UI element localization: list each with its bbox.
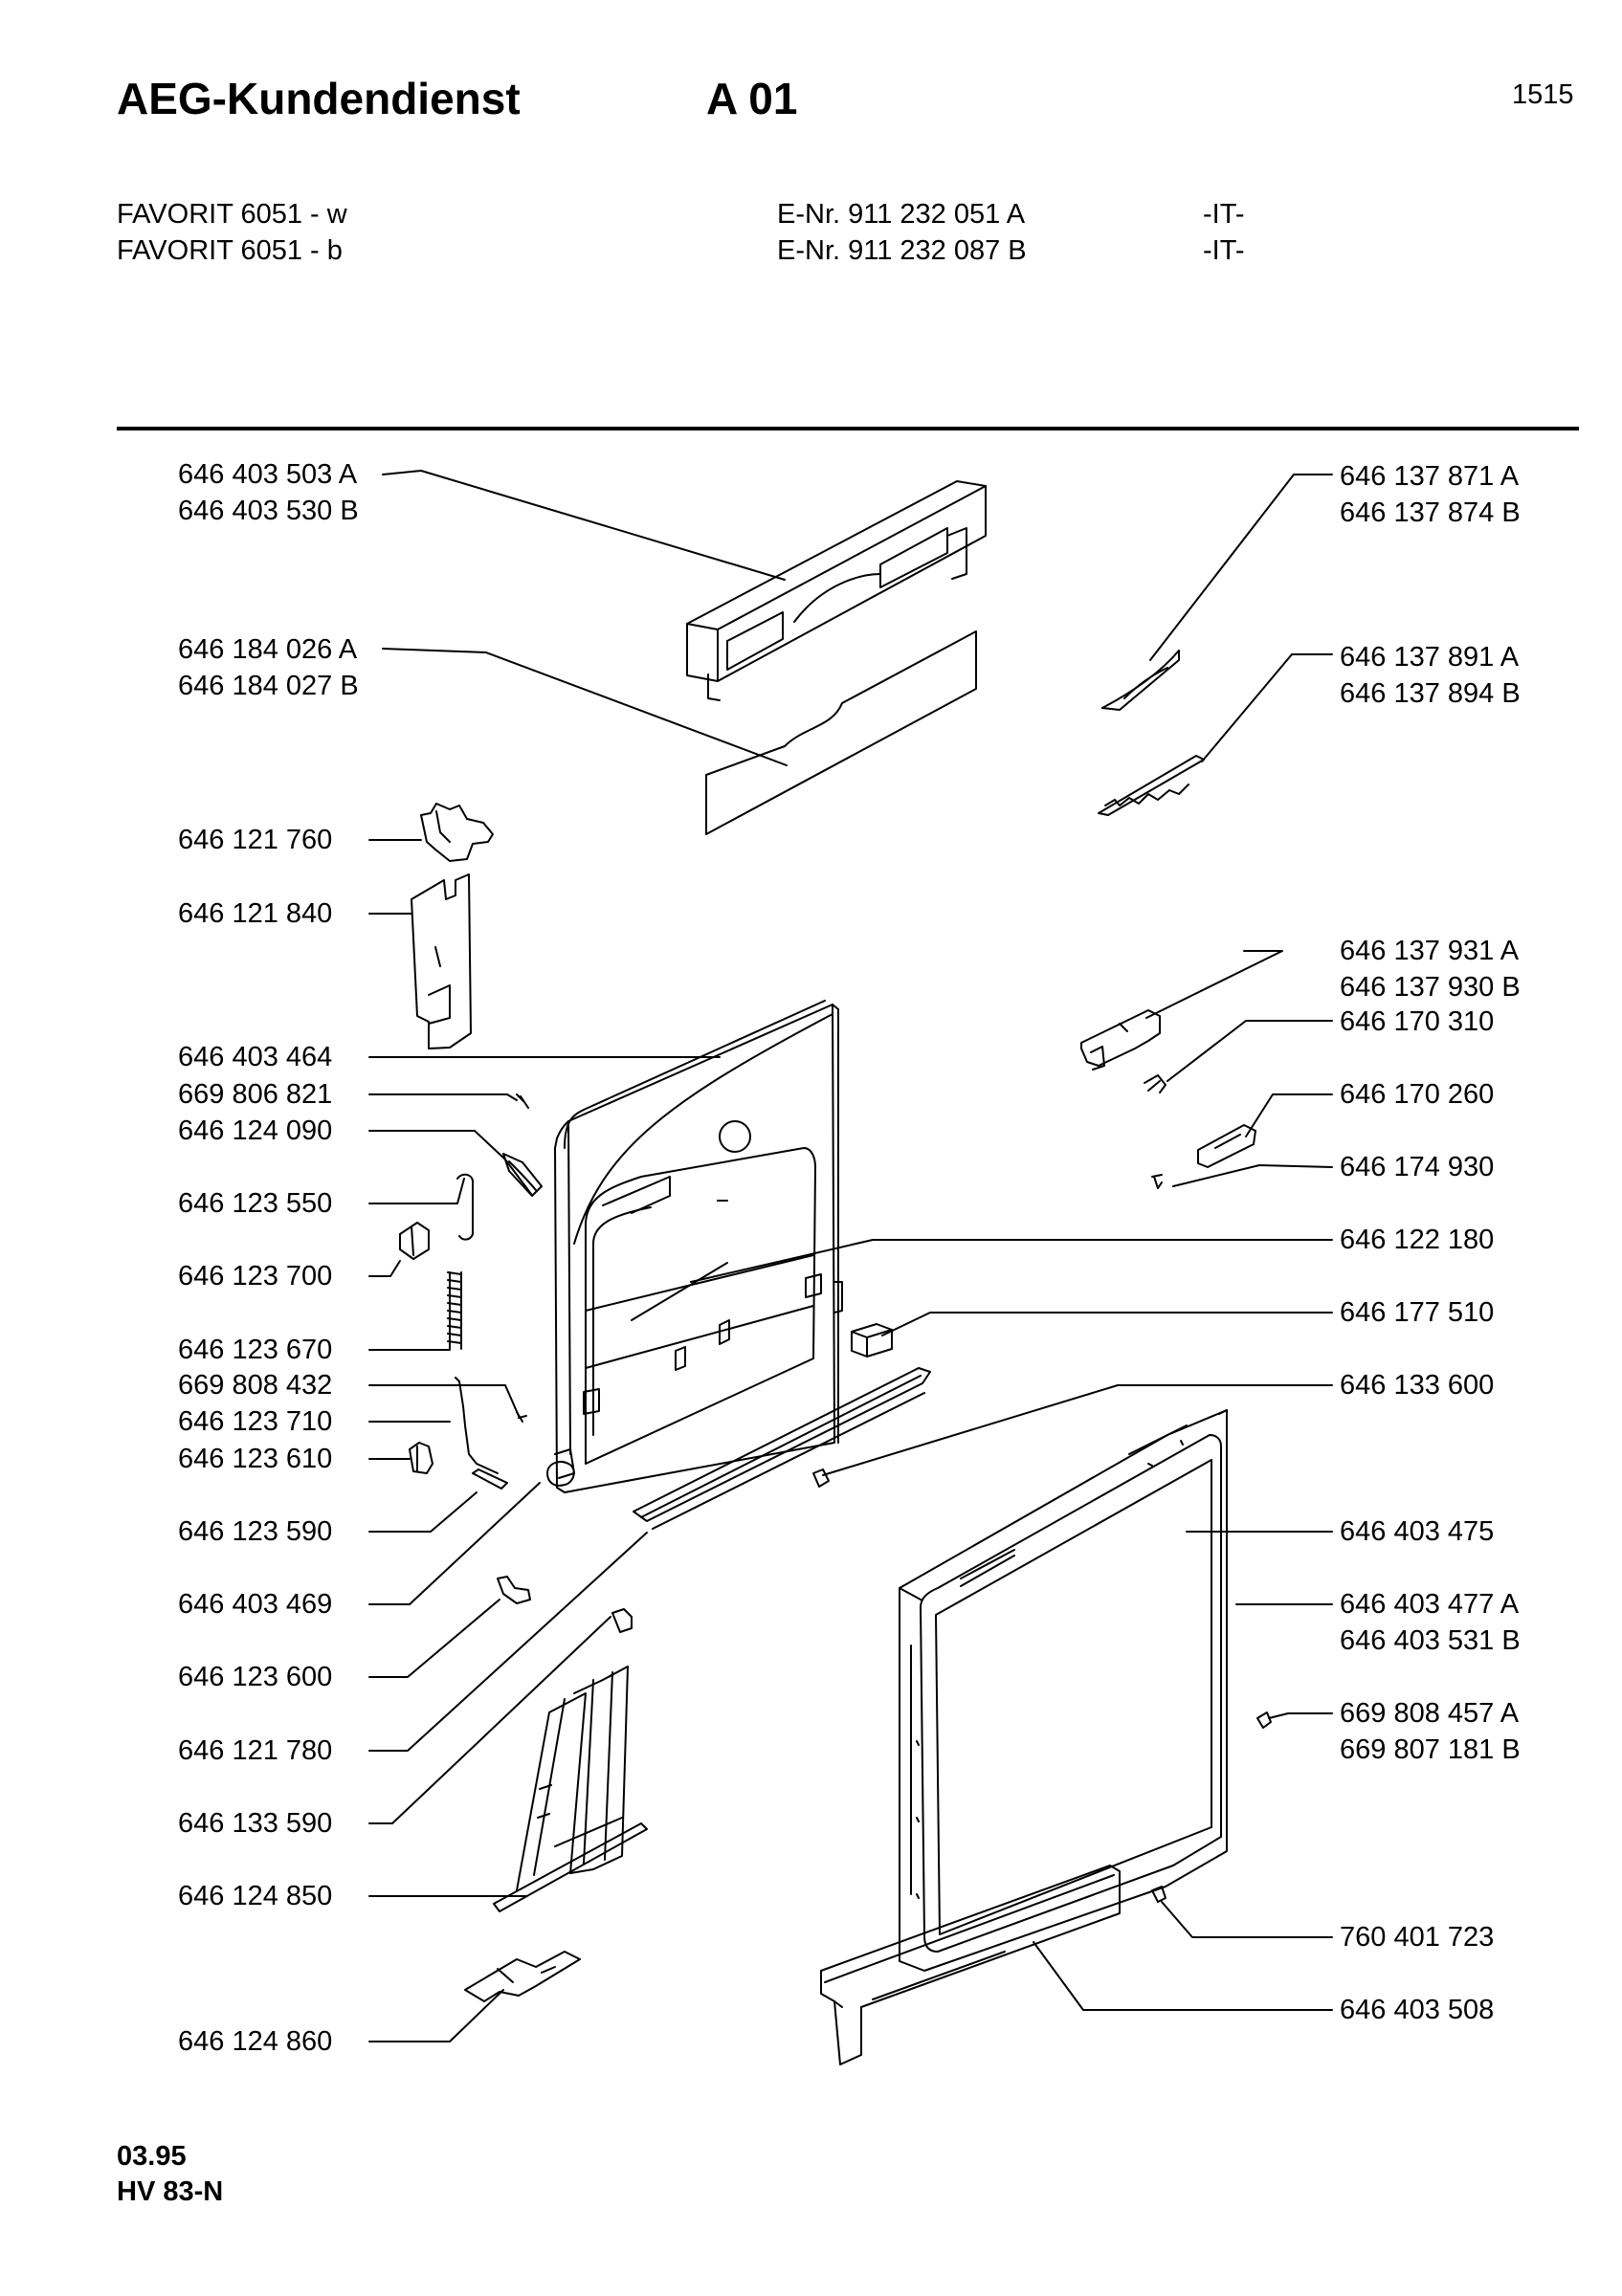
screw-part-3 bbox=[1152, 1175, 1162, 1188]
door-hinge-part bbox=[494, 1667, 647, 1911]
spring-cap-part bbox=[400, 1223, 429, 1259]
model-name-1: FAVORIT 6051 - w bbox=[117, 199, 347, 230]
part-number-label: 646 403 464 bbox=[178, 1042, 333, 1072]
part-number-label: 646 123 610 bbox=[178, 1444, 333, 1474]
hinge-bracket-part bbox=[1081, 1010, 1160, 1070]
front-panel-part bbox=[706, 631, 976, 834]
model-enr-2: E-Nr. 911 232 087 B bbox=[777, 235, 1027, 266]
part-number-label: 646 403 469 bbox=[178, 1589, 333, 1620]
part-number-label: 646 124 860 bbox=[178, 2026, 333, 2057]
latch-cap-part bbox=[813, 1469, 829, 1487]
clip-part-2 bbox=[1198, 1125, 1255, 1167]
part-number-label: 646 123 550 bbox=[178, 1188, 333, 1219]
part-number-label: 646 123 600 bbox=[178, 1662, 333, 1692]
header-rule bbox=[117, 427, 1579, 430]
screw-part-2 bbox=[517, 1412, 526, 1422]
clip-part-1 bbox=[1144, 1075, 1166, 1093]
part-number-label: 646 133 600 bbox=[1340, 1370, 1495, 1401]
model-market-2: -IT- bbox=[1203, 235, 1245, 266]
part-number-label: 646 121 780 bbox=[178, 1735, 333, 1766]
door-seal-rail-part bbox=[633, 1368, 930, 1529]
part-number-label: 646 122 180 bbox=[1340, 1225, 1495, 1255]
part-number-label: 646 174 930 bbox=[1340, 1152, 1495, 1182]
hinge-pin-part bbox=[473, 1469, 507, 1489]
model-enr-1: E-Nr. 911 232 051 A bbox=[777, 199, 1026, 230]
door-hinge-arm-part bbox=[411, 874, 471, 1049]
hinge-lever-part bbox=[465, 1952, 580, 2001]
part-number-label: 646 123 590 bbox=[178, 1516, 333, 1547]
hinge-spring-part bbox=[457, 1175, 473, 1240]
rope-pulley-part bbox=[410, 1443, 433, 1473]
screw-part-5 bbox=[1152, 1887, 1166, 1902]
kickplate-part bbox=[821, 1866, 1120, 2064]
part-number-label: 669 808 432 bbox=[178, 1370, 333, 1401]
part-number-label: 646 124 850 bbox=[178, 1881, 333, 1911]
part-number-label: 646 123 710 bbox=[178, 1406, 333, 1437]
revision-date: 03.95 bbox=[117, 2141, 187, 2172]
part-number-label: 646 133 590 bbox=[178, 1808, 333, 1839]
lock-catch-part bbox=[421, 804, 493, 861]
screw-part-4 bbox=[1257, 1712, 1271, 1728]
leader-lines-left bbox=[369, 471, 787, 2042]
inner-door-frame-part bbox=[547, 1001, 842, 1492]
part-number-label: 646 121 840 bbox=[178, 898, 333, 929]
bracket-part bbox=[503, 1154, 542, 1196]
part-number-label: 646 170 260 bbox=[1340, 1079, 1495, 1110]
screw-part-1 bbox=[517, 1094, 528, 1108]
service-title: AEG-Kundendienst bbox=[117, 74, 521, 123]
part-number-label: 646 123 700 bbox=[178, 1261, 333, 1292]
hinge-cover-part bbox=[1102, 651, 1179, 710]
part-number-label: 646 177 510 bbox=[1340, 1297, 1495, 1328]
stop-block-part bbox=[852, 1324, 892, 1357]
spring-rod-part bbox=[455, 1378, 498, 1473]
trim-strip-part bbox=[1099, 756, 1204, 815]
part-number-label: 646 170 310 bbox=[1340, 1006, 1495, 1037]
part-number-label: 669 806 821 bbox=[178, 1079, 333, 1110]
outer-door-panel-part bbox=[900, 1410, 1227, 1971]
part-number-label: 646 124 090 bbox=[178, 1115, 333, 1146]
control-panel-part bbox=[687, 481, 986, 700]
leader-lines-right bbox=[691, 475, 1332, 2010]
part-number-label: 646 123 670 bbox=[178, 1335, 333, 1365]
document-reference: HV 83-N bbox=[117, 2176, 224, 2207]
part-number-label: 646 403 475 bbox=[1340, 1516, 1495, 1547]
part-number-label: 760 401 723 bbox=[1340, 1922, 1495, 1953]
page-number: 1515 bbox=[1512, 79, 1574, 110]
part-number-label: 646 403 508 bbox=[1340, 1995, 1495, 2025]
document-code: A 01 bbox=[706, 74, 798, 123]
model-market-1: -IT- bbox=[1203, 199, 1245, 230]
hook-part bbox=[498, 1577, 530, 1603]
model-name-2: FAVORIT 6051 - b bbox=[117, 235, 343, 266]
hinge-block-part bbox=[612, 1609, 632, 1632]
tension-spring-part bbox=[448, 1272, 461, 1349]
part-number-label: 646 121 760 bbox=[178, 825, 333, 855]
